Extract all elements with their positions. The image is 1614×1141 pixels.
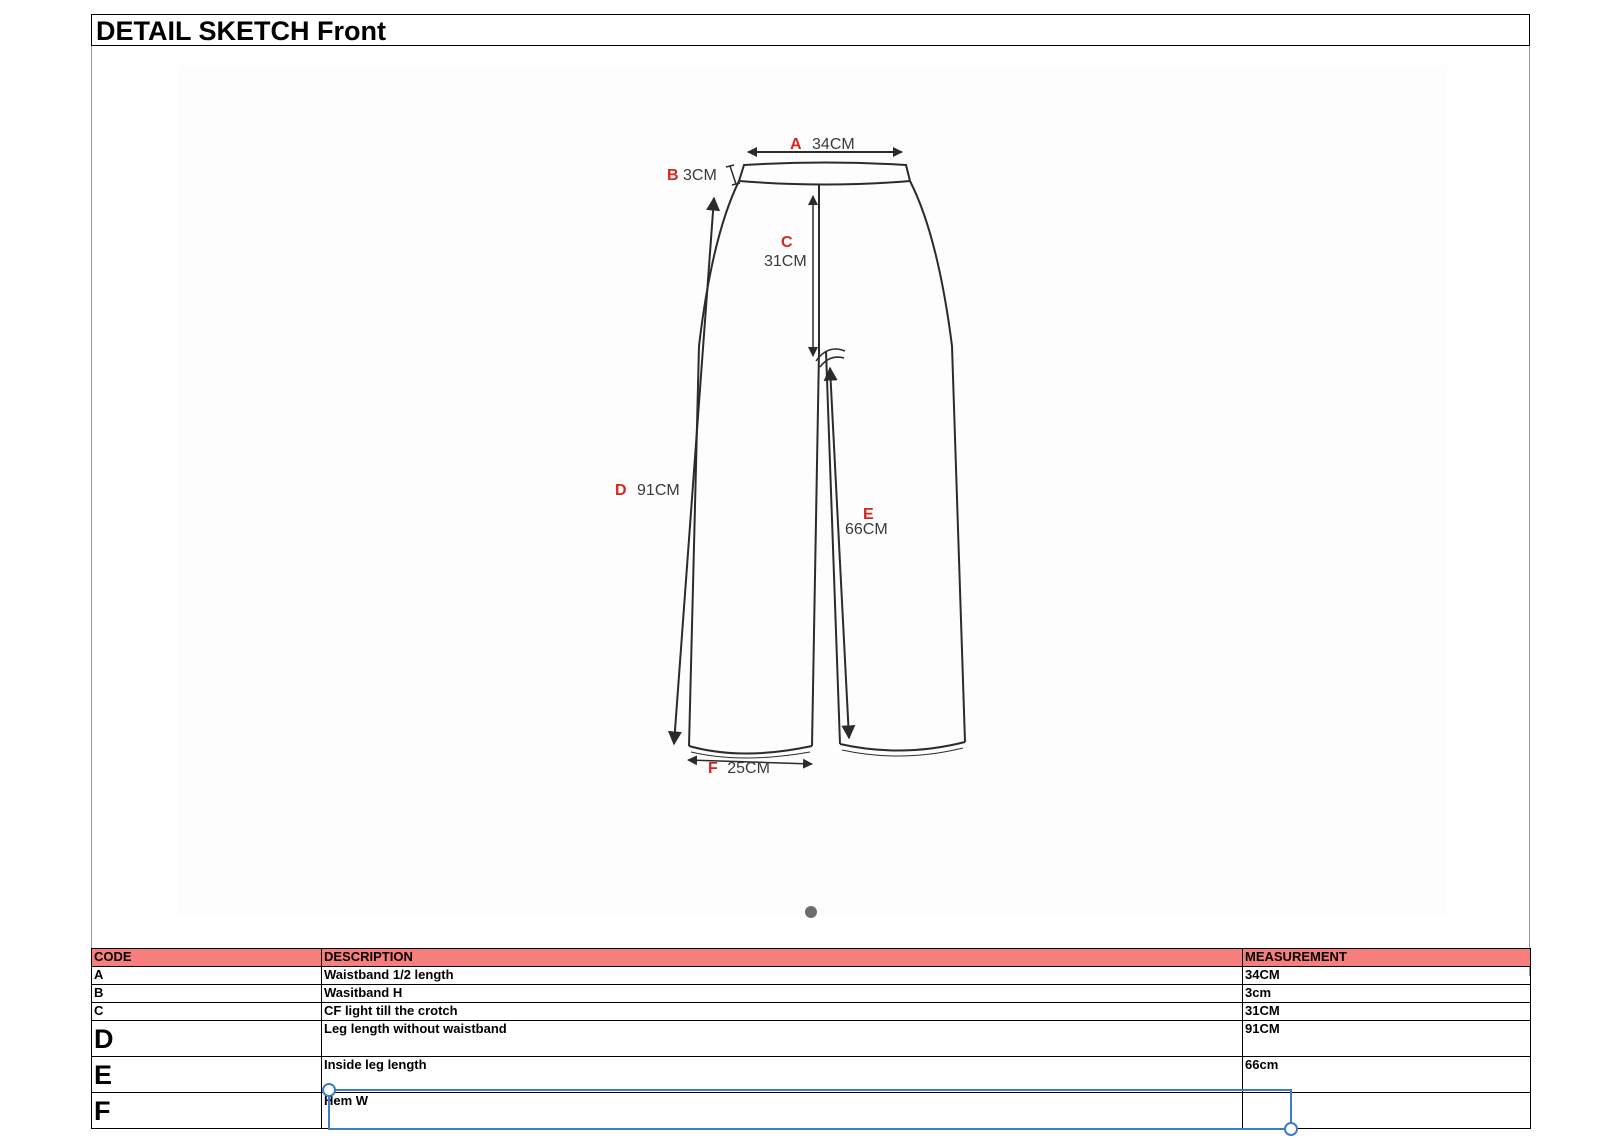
measurement-table: CODE DESCRIPTION MEASUREMENT A Waistband… <box>91 948 1531 1129</box>
pants-technical-sketch[interactable]: A 34CM B 3CM C 31CM D 91CM E 66CM F 25CM <box>92 46 1531 976</box>
callout-b-code: B <box>667 167 679 184</box>
cell-code[interactable]: D <box>91 1020 322 1057</box>
cell-measurement[interactable]: 66cm <box>1242 1056 1531 1093</box>
callout-e-code: E <box>863 506 874 523</box>
callout-a-code: A <box>790 136 802 153</box>
callout-a-value: 34CM <box>812 136 855 153</box>
table-row: A Waistband 1/2 length 34CM <box>91 966 1531 985</box>
table-row: D Leg length without waistband 91CM <box>91 1020 1531 1057</box>
callout-d: D 91CM <box>615 482 680 499</box>
measure-line-d <box>667 196 721 746</box>
waistband-shape <box>737 161 912 186</box>
title-bar: DETAIL SKETCH Front <box>91 14 1530 46</box>
cell-measurement[interactable]: 34CM <box>1242 966 1531 985</box>
cell-description[interactable]: Hem W <box>321 1092 1243 1129</box>
outer-right-leg-line <box>909 180 966 743</box>
callout-f-value: 25CM <box>727 760 770 777</box>
cell-code[interactable]: C <box>91 1002 322 1021</box>
measurement-lines <box>667 147 903 769</box>
crotch-curve-inner <box>819 356 845 368</box>
cell-description[interactable]: Leg length without waistband <box>321 1020 1243 1057</box>
cell-description[interactable]: Wasitband H <box>321 984 1243 1003</box>
sheet-title: DETAIL SKETCH Front <box>96 16 386 46</box>
inner-left-leg-line <box>811 185 820 747</box>
cell-description[interactable]: Waistband 1/2 length <box>321 966 1243 985</box>
measure-tick-b-bottom <box>731 182 741 186</box>
cell-measurement[interactable] <box>1242 1092 1531 1129</box>
image-rotate-handle[interactable] <box>805 906 817 918</box>
sketch-image-area[interactable]: A 34CM B 3CM C 31CM D 91CM E 66CM F 25CM <box>91 46 1530 976</box>
callout-d-code: D <box>615 482 627 499</box>
callout-d-value: 91CM <box>637 482 680 499</box>
measurement-labels: A 34CM B 3CM C 31CM D 91CM E 66CM F 25CM <box>615 136 888 777</box>
left-hem-line <box>688 745 813 755</box>
crotch-curve <box>815 348 846 362</box>
table-row: C CF light till the crotch 31CM <box>91 1002 1531 1021</box>
cell-code[interactable]: A <box>91 966 322 985</box>
measure-line-b <box>729 165 737 185</box>
cell-measurement[interactable]: 3cm <box>1242 984 1531 1003</box>
table-row: E Inside leg length 66cm <box>91 1056 1531 1093</box>
spec-sheet: DETAIL SKETCH Front <box>91 14 1532 1136</box>
cell-code[interactable]: B <box>91 984 322 1003</box>
header-measurement[interactable]: MEASUREMENT <box>1242 948 1531 967</box>
callout-e-value: 66CM <box>845 521 888 538</box>
right-hem-inner <box>841 747 964 757</box>
cell-code[interactable]: E <box>91 1056 322 1093</box>
measure-tick-b-top <box>725 164 735 168</box>
cell-description[interactable]: CF light till the crotch <box>321 1002 1243 1021</box>
cell-description[interactable]: Inside leg length <box>321 1056 1243 1093</box>
callout-c-value: 31CM <box>764 253 807 270</box>
callout-b-value: 3CM <box>683 167 717 184</box>
right-hem-line <box>839 741 966 752</box>
cell-code[interactable]: F <box>91 1092 322 1129</box>
callout-b: B 3CM <box>667 167 717 184</box>
callout-f: F 25CM <box>708 760 770 777</box>
table-row: F Hem W <box>91 1092 1531 1129</box>
header-description[interactable]: DESCRIPTION <box>321 948 1243 967</box>
pants-outline <box>688 161 966 759</box>
cell-measurement[interactable]: 31CM <box>1242 1002 1531 1021</box>
table-row: B Wasitband H 3cm <box>91 984 1531 1003</box>
callout-f-code: F <box>708 760 718 777</box>
measure-line-f <box>687 755 813 769</box>
header-code[interactable]: CODE <box>91 948 322 967</box>
callout-c-code: C <box>781 234 793 251</box>
callout-a: A 34CM <box>790 136 855 153</box>
measure-line-e <box>823 366 856 740</box>
cell-measurement[interactable]: 91CM <box>1242 1020 1531 1057</box>
table-header-row: CODE DESCRIPTION MEASUREMENT <box>91 948 1531 967</box>
outer-left-leg-line <box>688 180 740 747</box>
